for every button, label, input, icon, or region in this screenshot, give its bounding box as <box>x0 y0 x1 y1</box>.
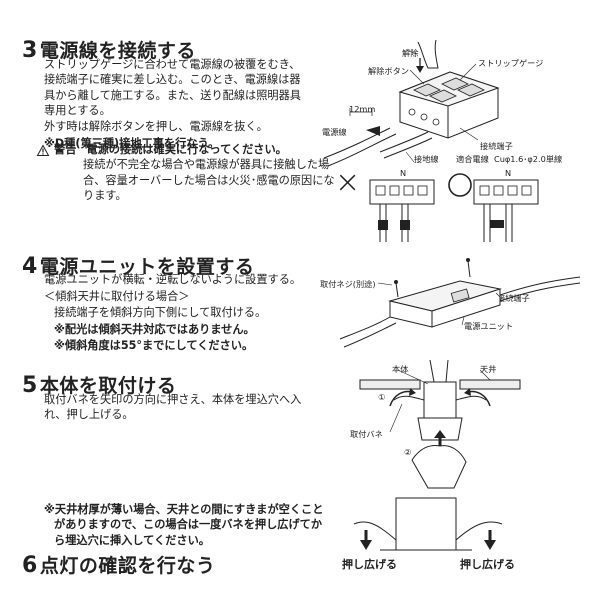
power-unit-diagram <box>339 258 581 348</box>
ceiling-label: 天井 <box>480 364 497 374</box>
step4-instructions: 電源ユニットが横転・逆転しないように設置する。 ＜傾斜天井に取付ける場合＞ 接続… <box>44 272 301 353</box>
step6-title: 点灯の確認を行なう <box>39 555 216 577</box>
step4-line: 電源ユニットが横転・逆転しないように設置する。 <box>44 273 302 286</box>
step4-title: 電源ユニットを設置する <box>39 256 255 278</box>
step5-number: 5 <box>22 373 38 398</box>
n-label-good: N <box>505 168 512 178</box>
spring-spread-diagram <box>353 497 503 551</box>
ground-wire-label: 接地線 <box>414 154 439 164</box>
step5-note-line: ら埋込穴に挿入してください。 <box>54 533 210 547</box>
step3-line: 具から離して施工する。また、送り配線は照明器具 <box>44 88 301 102</box>
step3-line: 外す時は解除ボタンを押し、電源線を抜く。 <box>44 119 268 133</box>
warning-line: ります。 <box>83 189 127 203</box>
warning-line: 合、容量オーバーした場合は火災･感電の原因にな <box>83 173 335 187</box>
step4-line: 接続端子を傾斜方向下側にして取付ける。 <box>54 305 267 319</box>
incorrect-mark: × <box>335 165 361 200</box>
warning-line: 電源の接続は確実に行なってください。 <box>86 143 287 156</box>
step3-warning: 警告電源の接続は確実に行なってください。 接続が不完全な場合や電源線が器具に接触… <box>54 142 335 204</box>
n-label-bad: N <box>400 168 407 178</box>
unit-terminal-label: 接続端子 <box>497 293 530 303</box>
screw-label: 取付ネジ(別途) <box>320 279 376 289</box>
spread-right-label: 押し広げる <box>460 558 515 571</box>
step4-subhead: ＜傾斜天井に取付ける場合＞ <box>44 290 190 304</box>
wire-spec-label: 適合電線 Cuφ1.6･φ2.0単線 <box>456 154 563 164</box>
step3-ground-note: ※D種(第三種)接地工事を行なう。 <box>44 137 220 151</box>
strip-length-label: 12mm <box>349 104 376 114</box>
step4-note: ※傾斜角度は55°までにしてください。 <box>54 338 254 352</box>
step3-instructions: ストリップゲージに合わせて電源線の被覆をむき、 接続端子に確実に差し込む。このと… <box>44 57 301 151</box>
step5-note-line: ※天井材厚が薄い場合、天井との間にすきまが空くこと <box>44 503 324 516</box>
step5-line: 取付バネを矢印の方向に押さえ、本体を埋込穴へ入 <box>44 393 302 406</box>
step5-title: 本体を取付ける <box>39 375 177 397</box>
wire-connection-diagram <box>323 39 500 167</box>
warning-icon <box>36 144 50 156</box>
step1-mark: ① <box>378 392 386 402</box>
release-label: 解除 <box>402 48 419 58</box>
step2-mark: ② <box>404 447 412 457</box>
step3-line: 専用とする。 <box>44 104 111 118</box>
spring-label: 取付バネ <box>350 429 383 439</box>
release-button-label: 解除ボタン <box>368 66 409 76</box>
step4-number: 4 <box>22 254 38 279</box>
step5-line: れ、押し上げる。 <box>44 408 134 422</box>
step4-note: ※配光は傾斜天井対応ではありません。 <box>54 323 255 337</box>
spread-left-label: 押し広げる <box>342 558 397 571</box>
wrong-wiring-diagram <box>369 179 435 242</box>
step3-title: 電源線を接続する <box>39 40 196 62</box>
warning-line: 接続が不完全な場合や電源線が器具に接触した場 <box>83 158 330 172</box>
installation-diagram <box>359 359 521 489</box>
step3-line: 接続端子に確実に差し込む。このとき、電源線は器 <box>44 73 301 87</box>
step5-instructions: 取付バネを矢印の方向に押さえ、本体を埋込穴へ入 れ、押し上げる。 <box>44 392 301 423</box>
power-wire-label: 電源線 <box>322 127 347 137</box>
step3-line: ストリップゲージに合わせて電源線の被覆をむき、 <box>44 58 301 71</box>
correct-mark <box>448 173 472 197</box>
strip-gauge-label: ストリップゲージ <box>478 58 544 68</box>
body-label: 本体 <box>392 364 409 374</box>
warning-label: 警告 <box>54 143 77 156</box>
correct-wiring-diagram <box>473 179 539 242</box>
terminal-label: 接続端子 <box>480 141 513 151</box>
step3-number: 3 <box>22 38 38 63</box>
step5-note-line: がありますので、この場合は一度バネを押し広げてか <box>54 518 323 532</box>
power-unit-label: 電源ユニット <box>464 321 514 331</box>
step5-note: ※天井材厚が薄い場合、天井との間にすきまが空くこと がありますので、この場合は一… <box>44 502 323 548</box>
step6-number: 6 <box>22 553 38 578</box>
